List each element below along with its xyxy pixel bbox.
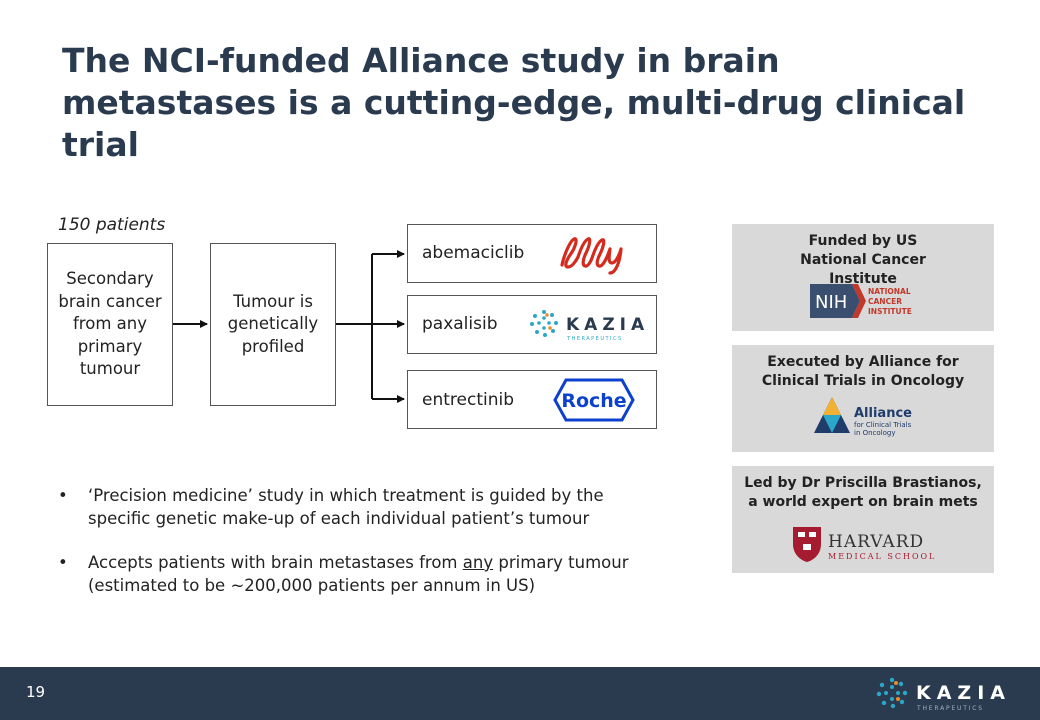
- svg-text:MEDICAL SCHOOL: MEDICAL SCHOOL: [828, 552, 936, 561]
- svg-text:INSTITUTE: INSTITUTE: [868, 307, 912, 316]
- step-secondary-brain-cancer: Secondary brain cancer from any primary …: [47, 243, 173, 406]
- svg-text:HARVARD: HARVARD: [828, 532, 924, 552]
- nih-logo: NIH NATIONAL CANCER INSTITUTE: [810, 284, 912, 318]
- bullet-list: • ‘Precision medicine’ study in which tr…: [58, 485, 658, 597]
- panel-funded-title: Funded by US National Cancer Institute: [800, 233, 926, 287]
- panel-executed-by: Executed by Alliance for Clinical Trials…: [732, 345, 994, 452]
- step-tumour-profiled: Tumour is genetically profiled: [210, 243, 336, 406]
- footer-bar: 19 KAZIA THERAPEUTICS: [0, 667, 1040, 720]
- step1-text: Secondary brain cancer from any primary …: [58, 269, 162, 379]
- svg-text:in Oncology: in Oncology: [854, 429, 896, 437]
- svg-text:NIH: NIH: [815, 292, 847, 313]
- patients-label: 150 patients: [58, 215, 166, 235]
- kazia-logo: KAZIA THERAPEUTICS: [530, 310, 649, 342]
- bullet-text-2-pre: Accepts patients with brain metastases f…: [88, 553, 463, 572]
- drug-name-entrectinib: entrectinib: [422, 390, 514, 410]
- svg-text:NATIONAL: NATIONAL: [868, 287, 911, 296]
- bullet-text-2-post: primary tumour (estimated to be ~200,000…: [88, 553, 629, 595]
- svg-text:THERAPEUTICS: THERAPEUTICS: [916, 705, 984, 712]
- svg-text:Alliance: Alliance: [854, 406, 912, 421]
- panel-led-by: Led by Dr Priscilla Brastianos, a world …: [732, 466, 994, 573]
- svg-text:CANCER: CANCER: [868, 297, 902, 306]
- svg-text:Roche: Roche: [561, 390, 626, 412]
- alliance-logo: Alliance for Clinical Trials in Oncology: [814, 397, 912, 437]
- harvard-logo: HARVARD MEDICAL SCHOOL: [793, 527, 936, 562]
- drug-name-paxalisib: paxalisib: [422, 314, 498, 334]
- drug-box-abemaciclib: abemaciclib: [407, 224, 657, 283]
- svg-text:KAZIA: KAZIA: [916, 682, 1011, 704]
- svg-text:KAZIA: KAZIA: [566, 315, 649, 335]
- footer-kazia-logo: KAZIA THERAPEUTICS: [876, 677, 1011, 712]
- drug-name-abemaciclib: abemaciclib: [422, 243, 525, 263]
- bullet-item-precision-medicine: • ‘Precision medicine’ study in which tr…: [58, 486, 604, 528]
- lilly-logo: [560, 237, 623, 275]
- page-number: 19: [26, 683, 46, 701]
- svg-text:for Clinical Trials: for Clinical Trials: [854, 421, 912, 429]
- drug-box-entrectinib: entrectinib Roche: [407, 370, 657, 429]
- panel-funded-by: Funded by US National Cancer Institute N…: [732, 224, 994, 331]
- panel-led-title: Led by Dr Priscilla Brastianos, a world …: [744, 475, 982, 510]
- drug-box-paxalisib: paxalisib KAZIA THERAPEUTICS: [407, 295, 657, 354]
- roche-logo: Roche: [553, 378, 635, 422]
- bullet-text-2-any: any: [462, 553, 494, 572]
- bullet-text-1: ‘Precision medicine’ study in which trea…: [88, 486, 604, 528]
- bullet-item-accepts-patients: • Accepts patients with brain metastases…: [58, 553, 629, 595]
- svg-text:THERAPEUTICS: THERAPEUTICS: [566, 336, 623, 342]
- step2-text: Tumour is genetically profiled: [227, 291, 319, 356]
- slide-title: The NCI-funded Alliance study in brain m…: [62, 41, 966, 164]
- panel-executed-title: Executed by Alliance for Clinical Trials…: [761, 354, 965, 389]
